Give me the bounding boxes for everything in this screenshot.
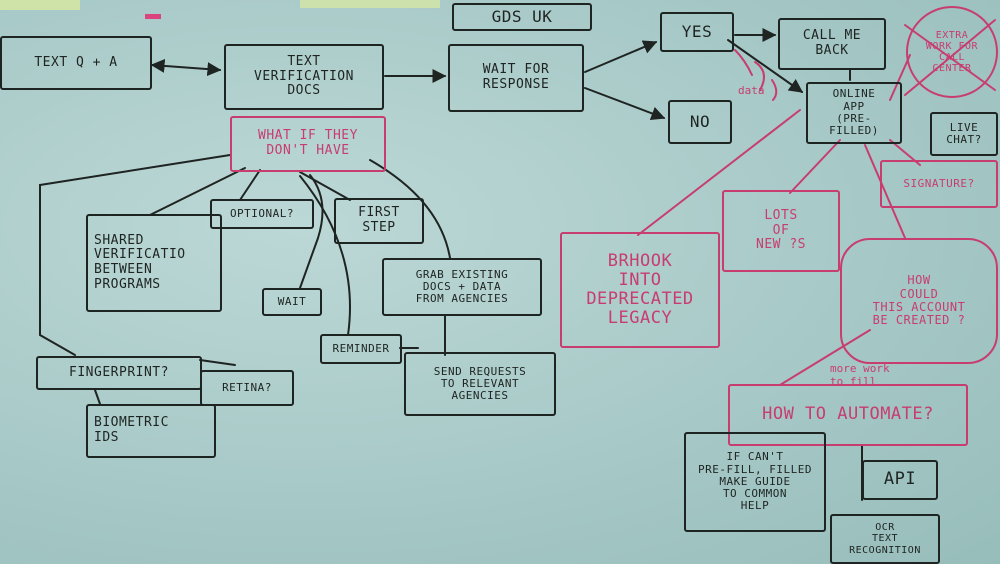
data-note: data — [738, 84, 765, 97]
arrow-yes-online — [727, 39, 804, 93]
pink-line-online-hook — [637, 109, 801, 236]
signature-node: SIGNATURE? — [880, 160, 998, 208]
hook-deprecated-node: BRHOOK INTO DEPRECATED LEGACY — [560, 232, 720, 348]
fingerprint-node: FINGERPRINT? — [36, 356, 202, 390]
call-me-back-node: CALL ME BACK — [778, 18, 886, 70]
text-qa-node: TEXT Q + A — [0, 36, 152, 90]
yes-node: YES — [660, 12, 734, 52]
gds-uk-label: GDS UK — [452, 3, 592, 31]
reminder-node: REMINDER — [320, 334, 402, 364]
line-whatif-fingerprint — [39, 154, 231, 356]
line-whatif-optional — [239, 169, 261, 201]
biometric-node: BIOMETRIC IDs — [86, 404, 216, 458]
tape-pink — [145, 14, 161, 19]
optional-node: OPTIONAL? — [210, 199, 314, 229]
live-chat-node: LIVE CHAT? — [930, 112, 998, 156]
no-node: NO — [668, 100, 732, 144]
line-whatif-reminder — [299, 175, 351, 336]
wait-node: WAIT — [262, 288, 322, 316]
lots-of-new-node: LOTS OF NEW ?s — [722, 190, 840, 272]
online-app-node: ONLINE APP (PRE-FILLED) — [806, 82, 902, 144]
arrow-wait-no — [584, 87, 666, 121]
pink-line-online-lots — [789, 139, 841, 194]
line-fingerprint-retina — [199, 359, 236, 366]
shared-verification-node: SHARED VERIFICATIO BETWEEN PROGRAMS — [86, 214, 222, 312]
if-cant-node: IF CAN'T PRE-FILL, FILLED MAKE GUIDE TO … — [684, 432, 826, 532]
how-to-automate-node: how to automate? — [728, 384, 968, 446]
line-whatif-firststep — [299, 171, 351, 201]
pink-line-online-how — [864, 144, 906, 239]
tape-green-2 — [300, 0, 440, 8]
line-whatif-shared — [149, 167, 246, 216]
wait-response-node: WAIT FOR RESPONSE — [448, 44, 584, 112]
ocr-node: OCR TEXT RECOGNITION — [830, 514, 940, 564]
tape-green — [0, 0, 80, 10]
pink-scribble-data — [734, 49, 778, 101]
line-fingerprint-biometric — [94, 389, 101, 405]
grab-existing-node: GRAB EXISTING DOCS + DATA FROM AGENCIES — [382, 258, 542, 316]
api-node: API — [862, 460, 938, 500]
text-verification-node: TEXT VERIFICATION DOCS — [224, 44, 384, 110]
what-if-node: WHAT IF THEY DON'T HAVE — [230, 116, 386, 172]
extra-work-node: EXTRA WORK for CALL CENTER — [906, 6, 998, 98]
arrow-wait-yes — [584, 40, 658, 73]
retina-node: RETINA? — [200, 370, 294, 406]
how-account-node: how could this account be created ? — [840, 238, 998, 364]
arrow-qa-verification — [150, 58, 222, 77]
first-step-node: FIRST STEP — [334, 198, 424, 244]
send-requests-node: SEND REQUESTS TO RELEVANT AGENCIES — [404, 352, 556, 416]
